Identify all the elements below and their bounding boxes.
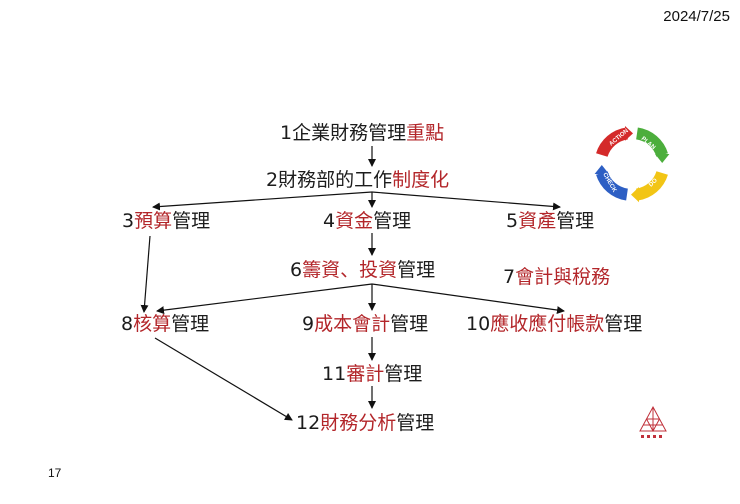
node-8-highlight: 核算 <box>133 313 172 335</box>
node-11-highlight: 審計 <box>346 363 385 385</box>
node-7-accounting-and-tax: 7會計與稅務 <box>503 265 610 289</box>
node-8-accounting-check-management: 8核算管理 <box>121 312 209 336</box>
edge-n2-n3 <box>152 191 373 211</box>
node-2-highlight: 制度化 <box>392 169 450 191</box>
node-5-suffix: 管理 <box>556 210 595 232</box>
node-9-suffix: 管理 <box>390 313 429 335</box>
node-10-receivables-payables-management: 10應收應付帳款管理 <box>466 312 642 336</box>
node-6-financing-investment-management: 6籌資、投資管理 <box>290 258 435 282</box>
node-6-suffix: 管理 <box>397 259 436 281</box>
node-7-highlight: 會計與稅務 <box>515 266 611 288</box>
node-9-prefix: 9 <box>302 313 315 335</box>
edge-n3-n8 <box>140 235 151 313</box>
node-2-prefix: 2財務部的工作 <box>266 169 393 191</box>
node-11-suffix: 管理 <box>384 363 423 385</box>
node-11-prefix: 11 <box>322 363 347 385</box>
pdca-plan-arc <box>635 127 668 158</box>
node-3-prefix: 3 <box>122 210 135 232</box>
node-3-highlight: 預算 <box>134 210 173 232</box>
edge-n6-n10 <box>371 283 565 314</box>
node-6-highlight: 籌資、投資 <box>302 259 398 281</box>
node-5-prefix: 5 <box>506 210 519 232</box>
pdca-check-arc <box>596 170 629 201</box>
node-1-highlight: 重點 <box>406 122 445 144</box>
node-8-suffix: 管理 <box>171 313 210 335</box>
pdca-label-do: DO <box>648 178 659 189</box>
edge-n2-n5 <box>371 191 561 211</box>
slide-page-number: 17 <box>48 466 62 480</box>
edge-n6-n8 <box>156 283 373 315</box>
node-4-funds-management: 4資金管理 <box>323 209 411 233</box>
node-1-financial-management-focus: 1企業財務管理重點 <box>280 121 444 145</box>
node-11-audit-management: 11審計管理 <box>322 362 422 386</box>
node-4-prefix: 4 <box>323 210 336 232</box>
edge-n8-n12 <box>154 337 293 421</box>
node-5-asset-management: 5資產管理 <box>506 209 594 233</box>
node-4-highlight: 資金 <box>335 210 374 232</box>
pdca-cycle-logo: ACTION PLAN DO CHECK <box>594 126 670 203</box>
node-10-highlight: 應收應付帳款 <box>490 313 605 335</box>
node-2-finance-dept-institutionalization: 2財務部的工作制度化 <box>266 168 449 192</box>
node-6-prefix: 6 <box>290 259 303 281</box>
node-10-suffix: 管理 <box>604 313 643 335</box>
node-4-suffix: 管理 <box>373 210 412 232</box>
node-5-highlight: 資產 <box>518 210 557 232</box>
node-9-cost-accounting-management: 9成本會計管理 <box>302 312 428 336</box>
node-12-financial-analysis-management: 12財務分析管理 <box>296 411 434 435</box>
node-12-highlight: 財務分析 <box>320 412 397 434</box>
node-10-prefix: 10 <box>466 313 491 335</box>
pdca-action-arc <box>596 127 629 158</box>
node-3-budget-management: 3預算管理 <box>122 209 210 233</box>
node-12-prefix: 12 <box>296 412 321 434</box>
slide-date: 2024/7/25 <box>663 8 730 25</box>
node-1-prefix: 1企業財務管理 <box>280 122 407 144</box>
node-3-suffix: 管理 <box>172 210 211 232</box>
pdca-do-arc <box>635 170 668 201</box>
node-7-prefix: 7 <box>503 266 516 288</box>
node-8-prefix: 8 <box>121 313 134 335</box>
brand-triangle-logo <box>639 405 667 438</box>
node-9-highlight: 成本會計 <box>314 313 391 335</box>
node-12-suffix: 管理 <box>396 412 435 434</box>
pdca-arrowheads <box>594 126 670 203</box>
